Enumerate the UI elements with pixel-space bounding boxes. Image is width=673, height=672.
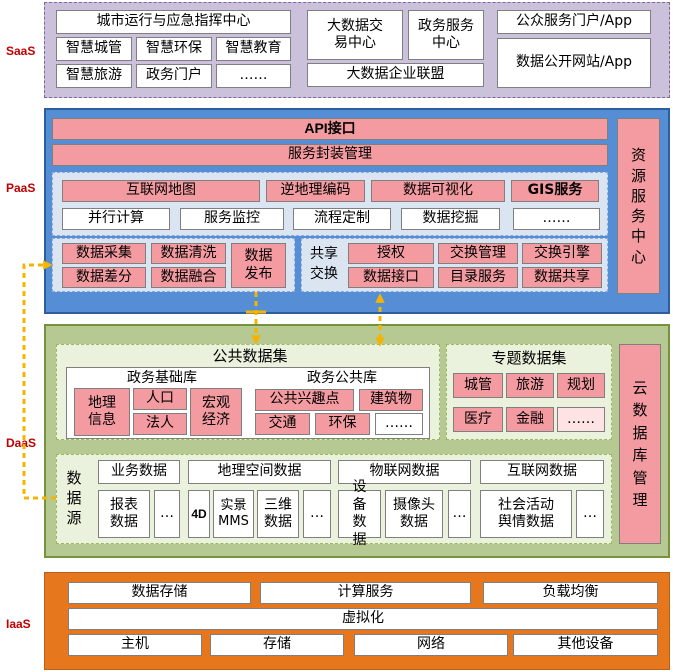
- device-data-box: 设备数据: [338, 479, 381, 548]
- planning-box: 规划: [557, 373, 605, 398]
- resource-center-box: 资源服务中心: [617, 118, 660, 294]
- open-site-box: 数据公开网站/App: [497, 38, 651, 88]
- gov-base-title: 政务基础库: [127, 370, 197, 386]
- publish-box: 数据发布: [231, 243, 286, 288]
- share-exchange-label: 共享交换: [310, 246, 338, 282]
- bigdata-trade-box: 大数据交易中心: [307, 10, 403, 60]
- tourism-box: 旅游: [506, 373, 554, 398]
- service-pack-bar: 服务封装管理: [52, 144, 608, 166]
- data-share-box: 数据共享: [522, 267, 602, 288]
- gis-service-box: GIS服务: [511, 180, 599, 202]
- other-devices-box: 其他设备: [513, 634, 658, 656]
- gov-public-title: 政务公共库: [307, 370, 377, 386]
- gov-service-box: 政务服务中心: [408, 10, 484, 60]
- smart-city-box: 智慧城管: [56, 37, 132, 61]
- report-data-box: 报表数据: [98, 490, 150, 538]
- parallel-box: 并行计算: [62, 208, 170, 230]
- mining-box: 数据挖掘: [401, 208, 500, 230]
- diff-box: 数据差分: [62, 267, 146, 288]
- data-storage-box: 数据存储: [68, 582, 251, 604]
- host-box: 主机: [68, 634, 202, 656]
- public-dataset-title: 公共数据集: [212, 347, 288, 365]
- exchange-mgmt-box: 交换管理: [438, 243, 518, 264]
- iaas-layer-label: IaaS: [6, 617, 31, 631]
- api-bar: API接口: [52, 118, 608, 140]
- geo-spatial-box: 地理空间数据: [188, 460, 331, 484]
- data-source-label: 数据源: [66, 469, 82, 527]
- building-box: 建筑物: [359, 389, 423, 411]
- public-portal-box: 公众服务门户/App: [497, 10, 651, 34]
- virtualization-bar: 虚拟化: [68, 608, 658, 630]
- paas-more-box: ……: [513, 208, 600, 230]
- camera-data-box: 摄像头数据: [385, 490, 443, 538]
- medical-box: 医疗: [453, 407, 503, 432]
- enterprise-union-box: 大数据企业联盟: [307, 63, 484, 87]
- macro-econ-box: 宏观经济: [190, 388, 242, 436]
- poi-box: 公共兴趣点: [255, 389, 354, 411]
- saas-layer-label: SaaS: [6, 44, 36, 58]
- storage-box: 存储: [210, 634, 344, 656]
- four-d-box: 4D: [188, 490, 210, 538]
- three-d-box: 三维数据: [257, 490, 299, 538]
- smart-env-box: 智慧环保: [136, 37, 212, 61]
- city-center-box: 城市运行与应急指挥中心: [56, 10, 291, 34]
- source-more-3-box: …: [448, 490, 471, 538]
- population-box: 人口: [133, 388, 187, 410]
- paas-layer-label: PaaS: [6, 181, 36, 195]
- exchange-engine-box: 交换引擎: [522, 243, 602, 264]
- source-more-2-box: …: [303, 490, 331, 538]
- gov-public-more-box: ……: [375, 413, 423, 435]
- geo-info-box: 地理信息: [74, 388, 130, 436]
- social-data-box: 社会活动舆情数据: [480, 490, 572, 538]
- network-box: 网络: [354, 634, 508, 656]
- load-balance-box: 负载均衡: [483, 582, 658, 604]
- internet-data-box: 互联网数据: [480, 460, 604, 484]
- business-data-box: 业务数据: [98, 460, 180, 484]
- gov-portal-box: 政务门户: [136, 64, 212, 88]
- compute-box: 计算服务: [260, 582, 471, 604]
- fusion-box: 数据融合: [151, 267, 226, 288]
- env-box: 环保: [315, 413, 370, 435]
- traffic-box: 交通: [255, 413, 310, 435]
- catalog-box: 目录服务: [438, 267, 518, 288]
- clean-box: 数据清洗: [151, 243, 226, 264]
- legal-person-box: 法人: [133, 413, 187, 435]
- smart-travel-box: 智慧旅游: [56, 64, 132, 88]
- topic-more-box: ……: [557, 407, 605, 432]
- smart-edu-box: 智慧教育: [216, 37, 291, 61]
- monitor-box: 服务监控: [180, 208, 284, 230]
- workflow-box: 流程定制: [293, 208, 391, 230]
- left-loop-arrow: [22, 260, 56, 500]
- cloud-db-box: 云数据库管理: [619, 344, 661, 544]
- mms-box: 实景MMS: [213, 490, 254, 538]
- source-more-4-box: …: [576, 490, 604, 538]
- auth-box: 授权: [348, 243, 434, 264]
- finance-box: 金融: [506, 407, 554, 432]
- visualization-box: 数据可视化: [371, 180, 505, 202]
- source-more-1-box: …: [154, 490, 180, 538]
- data-interface-box: 数据接口: [348, 267, 434, 288]
- daas-layer-label: DaaS: [6, 436, 37, 450]
- internet-map-box: 互联网地图: [62, 180, 260, 202]
- iot-data-box: 物联网数据: [338, 460, 471, 484]
- collect-box: 数据采集: [62, 243, 146, 264]
- reverse-geo-box: 逆地理编码: [266, 180, 365, 202]
- topic-dataset-title: 专题数据集: [491, 349, 567, 367]
- saas-more-box: ……: [216, 64, 291, 88]
- urban-mgmt-box: 城管: [453, 373, 503, 398]
